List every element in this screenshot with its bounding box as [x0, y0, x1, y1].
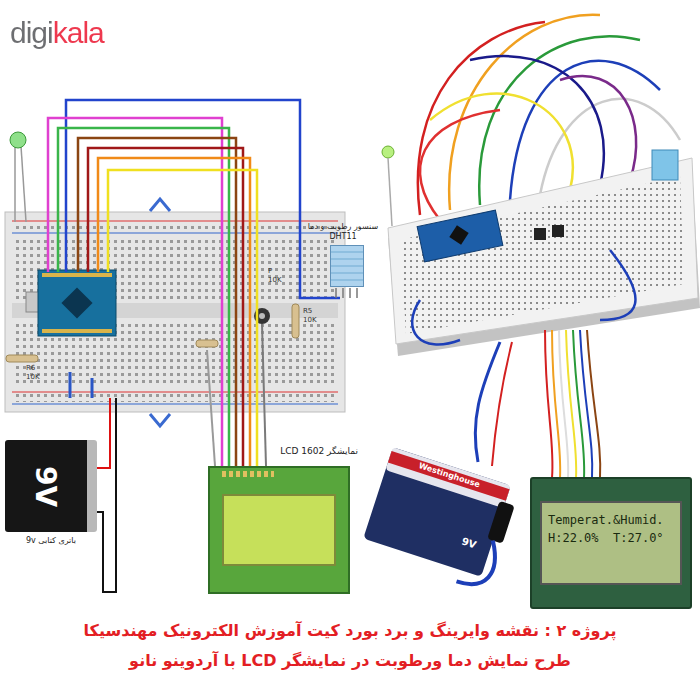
sensor-pin — [349, 288, 351, 298]
resistor-symbol — [292, 304, 299, 338]
hole-row — [12, 394, 338, 402]
jumper — [91, 378, 94, 398]
photo-wire — [449, 15, 600, 210]
node-heading: سنسور رطوبت و دما DHT11 — [306, 222, 380, 241]
battery-band — [388, 451, 510, 501]
photo-wire — [587, 330, 600, 478]
photo-wire — [600, 250, 635, 320]
battery-body — [363, 447, 511, 577]
sensor-pin — [342, 288, 344, 298]
pin-header — [222, 471, 274, 477]
led — [10, 132, 26, 148]
photo-wire — [580, 330, 592, 478]
photo-dht11 — [652, 150, 678, 180]
chip — [61, 287, 92, 318]
battery-label — [385, 447, 510, 508]
power-rail — [12, 221, 338, 222]
sensor-module: سنسور رطوبت و دما DHT11 — [306, 222, 380, 287]
wire — [262, 324, 266, 466]
battery-body: 9V — [5, 440, 97, 532]
photo-wire — [412, 300, 460, 344]
pin-header — [42, 329, 112, 333]
battery-cable — [475, 342, 500, 462]
part-value: 10K — [303, 317, 317, 325]
led-lead — [14, 146, 16, 222]
led-lead — [388, 158, 392, 226]
photo-wire — [430, 94, 573, 190]
caption-line: طرح نمایش دما ورطوبت در نمایشگر LCD با آ… — [0, 652, 700, 670]
caption: پروژه ۲ : نقشه وایرینگ و برد بورد کیت آم… — [0, 622, 700, 640]
wire — [207, 350, 215, 466]
power-rail — [12, 233, 338, 234]
battery-caption: باتری کتابی 9v — [5, 536, 97, 545]
push-button — [552, 225, 564, 237]
resistor-symbol — [6, 355, 38, 362]
chevron — [150, 414, 170, 426]
hole-row — [12, 223, 338, 231]
jumper — [69, 372, 72, 398]
node-heading: نمایشگر LCD 1602 — [208, 444, 358, 458]
wire — [88, 148, 243, 466]
hole-grid — [400, 176, 684, 334]
watermark: digikala — [8, 14, 106, 51]
sensor-pin — [335, 288, 337, 298]
photo-battery — [359, 447, 520, 591]
wire — [98, 158, 250, 466]
photo-led — [382, 146, 394, 158]
photo-breadboard — [388, 158, 698, 344]
photo-wire — [560, 76, 636, 180]
wire — [58, 128, 229, 466]
power-rail — [12, 392, 338, 393]
photo-arduino — [417, 210, 503, 262]
photo-lcd: Temperat.&Humid.H:22.0% T:27.0° — [530, 477, 692, 609]
lcd-line: H:22.0% T:27.0° — [548, 529, 674, 547]
dht11-sensor — [330, 245, 364, 287]
battery-wire — [97, 398, 116, 592]
part-value: 10K — [268, 277, 282, 285]
battery-cable — [457, 534, 502, 591]
lcd-screen — [222, 494, 336, 566]
battery-voltage: 9V — [30, 465, 63, 506]
power-rail — [12, 404, 338, 405]
chip — [449, 225, 468, 244]
lcd-line: Temperat.&Humid. — [548, 511, 674, 529]
lcd-screen: Temperat.&Humid.H:22.0% T:27.0° — [540, 501, 682, 585]
lcd-module: نمایشگر LCD 1602 — [208, 444, 358, 594]
chevron — [150, 199, 170, 211]
wire — [78, 138, 236, 466]
lcd-board — [208, 466, 350, 594]
resistor-symbol — [196, 340, 218, 347]
battery-cable — [492, 342, 512, 466]
arduino-nano — [38, 270, 116, 336]
part-name: P — [268, 268, 272, 276]
photo-wire — [420, 110, 500, 220]
led-lead — [21, 146, 26, 222]
battery-symbol: 9V باتری کتابی 9v — [5, 440, 97, 545]
battery-clip — [487, 501, 515, 544]
part-name: R6 — [26, 365, 35, 373]
photo-wire — [573, 330, 584, 478]
wire — [108, 170, 257, 466]
part-name: R5 — [303, 308, 312, 316]
pin-header — [42, 273, 112, 277]
breadboard — [5, 212, 345, 412]
part-value: 10K — [26, 374, 40, 382]
push-button — [534, 228, 546, 240]
battery-wire — [97, 398, 110, 468]
sensor-pin — [356, 288, 358, 298]
photo-wire — [418, 22, 545, 215]
hole-grid — [12, 322, 338, 384]
potentiometer-knob — [259, 313, 265, 319]
